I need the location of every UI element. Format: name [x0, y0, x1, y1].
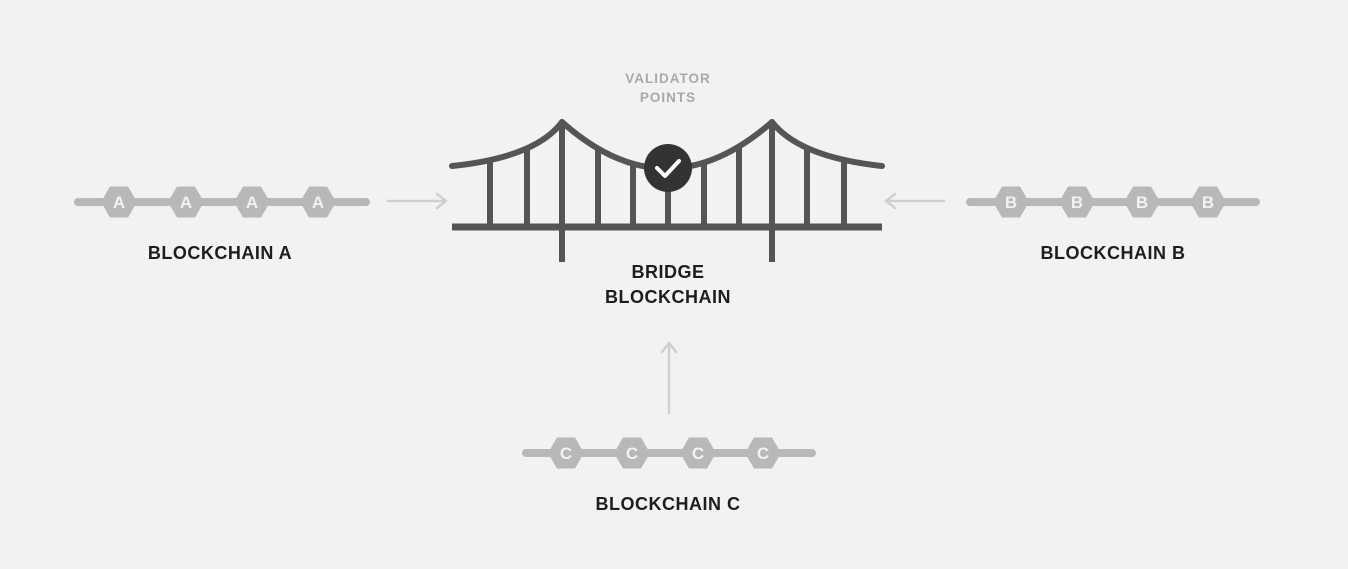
block-a-4: A: [300, 186, 336, 218]
block-b-2: B: [1059, 186, 1095, 218]
blockchain-c-label: BLOCKCHAIN C: [595, 494, 741, 514]
bridge-label-line2: BLOCKCHAIN: [605, 287, 731, 308]
block-a-3: A: [234, 186, 270, 218]
blockchain-a-chain: A A A A: [74, 186, 370, 218]
block-b-1-letter: B: [1005, 193, 1017, 212]
block-c-1-letter: C: [560, 444, 572, 463]
block-b-3-letter: B: [1136, 193, 1148, 212]
block-b-4-letter: B: [1202, 193, 1214, 212]
validator-label-line2: POINTS: [639, 89, 697, 105]
arrow-from-c: [660, 341, 678, 415]
blockchain-b-label: BLOCKCHAIN B: [1040, 243, 1186, 263]
blockchain-a-label: BLOCKCHAIN A: [147, 243, 293, 263]
block-c-2: C: [614, 437, 650, 469]
block-c-3-letter: C: [692, 444, 704, 463]
validator-points-label: VALIDATOR POINTS: [588, 70, 748, 108]
block-c-1: C: [548, 437, 584, 469]
block-a-1-letter: A: [113, 193, 125, 212]
block-b-4: B: [1190, 186, 1226, 218]
block-a-2: A: [168, 186, 204, 218]
arrow-from-b: [884, 192, 946, 210]
block-a-2-letter: A: [180, 193, 192, 212]
validator-label-line1: VALIDATOR: [625, 71, 711, 86]
block-a-1: A: [101, 186, 137, 218]
bridge-blockchain-label: BRIDGE BLOCKCHAIN: [558, 260, 778, 310]
bridge-label-line1: BRIDGE: [631, 262, 705, 282]
bridge-icon: [449, 119, 885, 262]
block-c-4-letter: C: [757, 444, 769, 463]
block-c-4: C: [745, 437, 781, 469]
block-a-3-letter: A: [246, 193, 258, 212]
block-c-2-letter: C: [626, 444, 638, 463]
blockchain-c-chain: C C C C: [522, 437, 816, 469]
block-b-1: B: [993, 186, 1029, 218]
block-b-3: B: [1124, 186, 1160, 218]
block-b-2-letter: B: [1071, 193, 1083, 212]
blockchain-b-chain: B B B B: [966, 186, 1260, 218]
arrow-from-a: [386, 192, 448, 210]
validator-check-icon: [644, 144, 692, 192]
block-c-3: C: [680, 437, 716, 469]
block-a-4-letter: A: [312, 193, 324, 212]
